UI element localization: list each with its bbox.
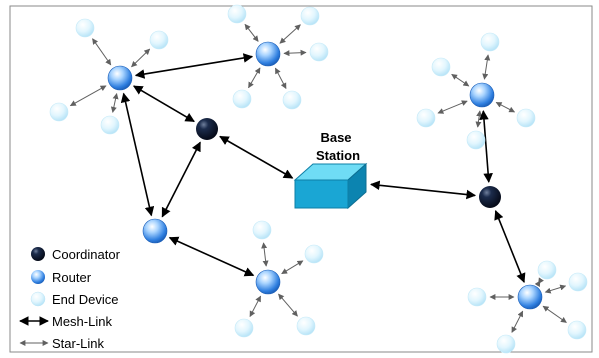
end-device-node <box>537 260 557 280</box>
star-link <box>281 260 304 275</box>
router-node <box>142 218 168 244</box>
end-device-node <box>227 4 247 24</box>
star-link <box>482 54 491 80</box>
end-device-node <box>309 42 329 62</box>
star-link <box>437 100 468 114</box>
end-device-node <box>431 57 451 77</box>
base-station-label-line1: Base <box>320 130 351 145</box>
router-node <box>255 269 281 295</box>
star-link <box>451 73 470 87</box>
router-node-icon <box>31 270 45 284</box>
end-device-node <box>300 6 320 26</box>
router-node <box>469 82 495 108</box>
mesh-link <box>120 92 155 217</box>
star-link <box>261 242 269 267</box>
end-device-node <box>467 287 487 307</box>
end-device-node <box>75 18 95 38</box>
end-device-node <box>282 90 302 110</box>
legend-label-end-device: End Device <box>52 292 118 307</box>
router-node <box>255 41 281 67</box>
end-device-node <box>496 334 516 354</box>
end-device-node <box>416 108 436 128</box>
base-station-label-line2: Station <box>316 148 360 163</box>
legend-label-star-link: Star-Link <box>52 336 105 351</box>
star-links-layer <box>69 23 567 333</box>
end-device-node-icon <box>30 291 46 307</box>
mesh-link <box>370 180 477 200</box>
end-device-node <box>49 102 69 122</box>
base-station-front-face <box>294 179 349 209</box>
star-link <box>278 293 298 317</box>
coordinator-node <box>196 118 218 140</box>
star-link <box>283 49 307 57</box>
end-device-node <box>252 220 272 240</box>
end-device-node <box>466 130 486 150</box>
router-node <box>107 65 133 91</box>
star-link <box>110 93 119 113</box>
legend: Coordinator Router End Device Mesh-Link … <box>19 247 121 351</box>
end-device-node <box>232 89 252 109</box>
star-link <box>279 24 301 44</box>
star-link <box>244 23 259 42</box>
mesh-link <box>494 210 526 283</box>
mesh-link <box>134 53 254 79</box>
coordinator-node-icon <box>31 247 45 261</box>
end-device-node <box>296 316 316 336</box>
legend-label-mesh-link: Mesh-Link <box>52 314 112 329</box>
star-link <box>495 101 516 113</box>
mesh-link <box>479 110 493 183</box>
legend-label-coordinator: Coordinator <box>52 247 121 262</box>
end-device-node <box>568 272 588 292</box>
end-device-node <box>149 30 169 50</box>
star-link <box>248 67 261 89</box>
end-device-node <box>567 320 587 340</box>
star-link <box>69 85 107 107</box>
mesh-link <box>132 85 195 123</box>
star-link <box>511 310 524 333</box>
coordinator-node <box>479 186 501 208</box>
end-device-node <box>234 318 254 338</box>
mesh-links-layer <box>120 53 526 283</box>
base-station: Base Station <box>293 130 368 210</box>
router-node <box>517 284 543 310</box>
star-link <box>534 277 544 288</box>
mesh-link <box>219 135 294 179</box>
end-device-node <box>516 108 536 128</box>
star-link <box>92 38 112 66</box>
star-link <box>544 284 567 294</box>
star-link <box>249 295 262 318</box>
legend-label-router: Router <box>52 270 92 285</box>
nodes-layer <box>49 4 588 354</box>
star-link <box>542 305 567 323</box>
mesh-link <box>168 236 255 277</box>
end-device-node <box>480 32 500 52</box>
star-link <box>274 67 287 90</box>
mesh-link <box>161 141 201 218</box>
end-device-node <box>100 115 120 135</box>
end-device-node <box>304 244 324 264</box>
